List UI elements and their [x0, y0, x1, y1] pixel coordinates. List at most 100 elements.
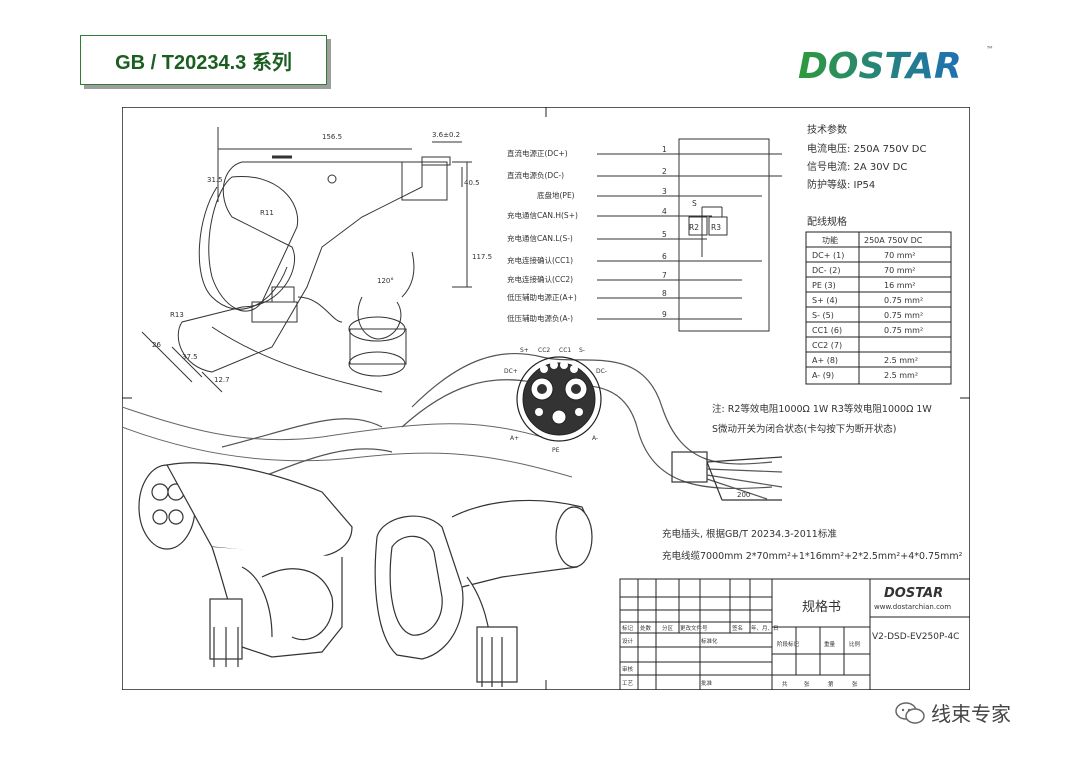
wiring-size: 0.75 mm²: [884, 311, 923, 320]
title-block-stage: 比例: [849, 640, 861, 648]
connector-3d-view-back: [374, 499, 593, 687]
pin-number: 3: [662, 187, 667, 196]
title-block: [619, 578, 970, 690]
title-block-label: 年、月、日: [751, 624, 779, 632]
wiring-function: S+ (4): [812, 296, 838, 305]
pin-label: 低压辅助电源正(A+): [507, 292, 577, 302]
pin-label: 充电连接确认(CC1): [507, 255, 573, 265]
wiring-header: 功能: [822, 235, 838, 245]
dim-radius-1: R11: [260, 209, 274, 217]
note-line: S微动开关为闭合状态(卡勾按下为断开状态): [712, 423, 896, 435]
spec-line: 电流电压: 250A 750V DC: [807, 142, 926, 155]
pin-leader-lines: [597, 138, 782, 332]
wiring-table: 功能 250A 750V DC DC+ (1) 70 mm² DC- (2) 7…: [805, 231, 952, 385]
face-pin-label: A-: [592, 435, 598, 442]
resistor-r2-label: R2: [689, 223, 699, 232]
plug-cable-spec: 充电线缆7000mm 2*70mm²+1*16mm²+2*2.5mm²+4*0.…: [662, 550, 963, 562]
face-pin-label: DC+: [504, 368, 518, 375]
wiring-function: A- (9): [812, 371, 834, 380]
title-block-role: 工艺: [622, 680, 634, 687]
pin-label: 直流电源正(DC+): [507, 148, 568, 158]
resistor-r3-label: R3: [711, 223, 721, 232]
connector-side-view: [122, 127, 573, 478]
spec-line: 信号电流: 2A 30V DC: [807, 160, 907, 173]
wiring-size: 70 mm²: [884, 251, 916, 260]
logo-trademark: ™: [986, 45, 994, 54]
pin-label-list: 直流电源正(DC+) 直流电源负(DC-) 底盘地(PE) 充电通信CAN.H(…: [507, 148, 578, 323]
connector-3d-view-front: [138, 462, 353, 667]
title-block-role: 批准: [701, 679, 713, 687]
plug-description: 充电插头, 根据GB/T 20234.3-2011标准 充电线缆7000mm 2…: [662, 528, 963, 562]
wiring-size: 0.75 mm²: [884, 326, 923, 335]
wiring-function: S- (5): [812, 311, 834, 320]
wiring-function: DC- (2): [812, 266, 841, 275]
pin-number: 2: [662, 167, 667, 176]
title-block-label: 签名: [732, 624, 743, 632]
wiring-function: CC1 (6): [812, 326, 842, 335]
title-block-website: www.dostarchian.com: [874, 603, 951, 611]
title-block-role: 标准化: [701, 637, 718, 645]
dim-height-right: 40.5: [464, 179, 480, 187]
series-title-box: GB / T20234.3 系列: [80, 35, 327, 85]
title-block-sheet: 第: [828, 680, 834, 688]
title-block-sheet: 张: [804, 680, 810, 688]
note-line: 注: R2等效电阻1000Ω 1W R3等效电阻1000Ω 1W: [712, 403, 932, 415]
dim-height-left: 31.5: [207, 176, 223, 184]
wiring-header: 250A 750V DC: [864, 236, 923, 245]
technical-drawing: 156.5 3.6±0.2 31.5 40.5 117.5 120° R11 R…: [122, 107, 970, 690]
title-block-label: 处数: [640, 624, 652, 632]
title-block-label: 分区: [662, 624, 674, 632]
switch-label: S: [692, 199, 697, 208]
plug-standard: 充电插头, 根据GB/T 20234.3-2011标准: [662, 528, 837, 540]
watermark: 线束专家: [895, 698, 1011, 727]
pin-number: 5: [662, 230, 667, 239]
spec-line: 防护等级: IP54: [807, 178, 875, 191]
title-block-stage: 重量: [824, 640, 836, 648]
dim-26: 26: [152, 341, 161, 349]
pin-label: 充电通信CAN.L(S-): [507, 233, 573, 243]
dim-37: 37.5: [182, 353, 198, 361]
wiring-size: 2.5 mm²: [884, 356, 918, 365]
title-block-part-number: V2-DSD-EV250P-4C: [872, 632, 959, 642]
watermark-text: 线束专家: [931, 702, 1011, 726]
wiring-function: DC+ (1): [812, 251, 844, 260]
face-pin-label: DC-: [596, 368, 607, 375]
dim-length: 156.5: [322, 133, 342, 141]
tech-specs: 技术参数 电流电压: 250A 750V DC 信号电流: 2A 30V DC …: [807, 123, 926, 228]
pin-number: 8: [662, 289, 667, 298]
spec-book-title: 规格书: [802, 599, 841, 615]
dim-total-height: 117.5: [472, 253, 492, 261]
dim-12: 12.7: [214, 376, 230, 384]
tech-specs-heading: 技术参数: [807, 123, 847, 136]
title-block-sheet: 张: [852, 680, 858, 688]
logo-wordmark: DOSTAR: [798, 46, 962, 87]
title-block-role: 设计: [622, 637, 634, 645]
pin-number: 1: [662, 145, 667, 154]
dim-angle: 120°: [377, 277, 394, 285]
wechat-icon: [895, 701, 925, 724]
pin-label: 充电连接确认(CC2): [507, 274, 573, 284]
pin-number: 4: [662, 207, 667, 216]
pin-number: 6: [662, 252, 667, 261]
pin-label: 直流电源负(DC-): [507, 170, 564, 180]
resistor-notes: 注: R2等效电阻1000Ω 1W R3等效电阻1000Ω 1W S微动开关为闭…: [712, 403, 932, 435]
wiring-heading: 配线规格: [807, 215, 847, 228]
dostar-logo: DOSTAR ™: [798, 45, 994, 87]
wiring-function: PE (3): [812, 281, 836, 290]
wiring-function: CC2 (7): [812, 341, 842, 350]
series-title: GB / T20234.3 系列: [115, 51, 292, 74]
dim-gap: 3.6±0.2: [432, 131, 460, 139]
face-pin-label: S-: [579, 347, 585, 354]
wiring-function: A+ (8): [812, 356, 838, 365]
face-pin-label: A+: [510, 435, 519, 442]
pin-label: 低压辅助电源负(A-): [507, 313, 573, 323]
dim-cable-strip: 200: [737, 491, 750, 499]
face-pin-label: CC1: [559, 347, 571, 354]
title-block-stage: 阶段标记: [777, 640, 800, 648]
title-block-label: 更改文件号: [680, 624, 708, 632]
title-block-label: 标记: [622, 624, 634, 632]
connector-face-view: [516, 356, 602, 442]
title-block-role: 审核: [622, 665, 634, 673]
face-pin-label: CC2: [538, 347, 550, 354]
dim-radius-2: R13: [170, 311, 184, 319]
